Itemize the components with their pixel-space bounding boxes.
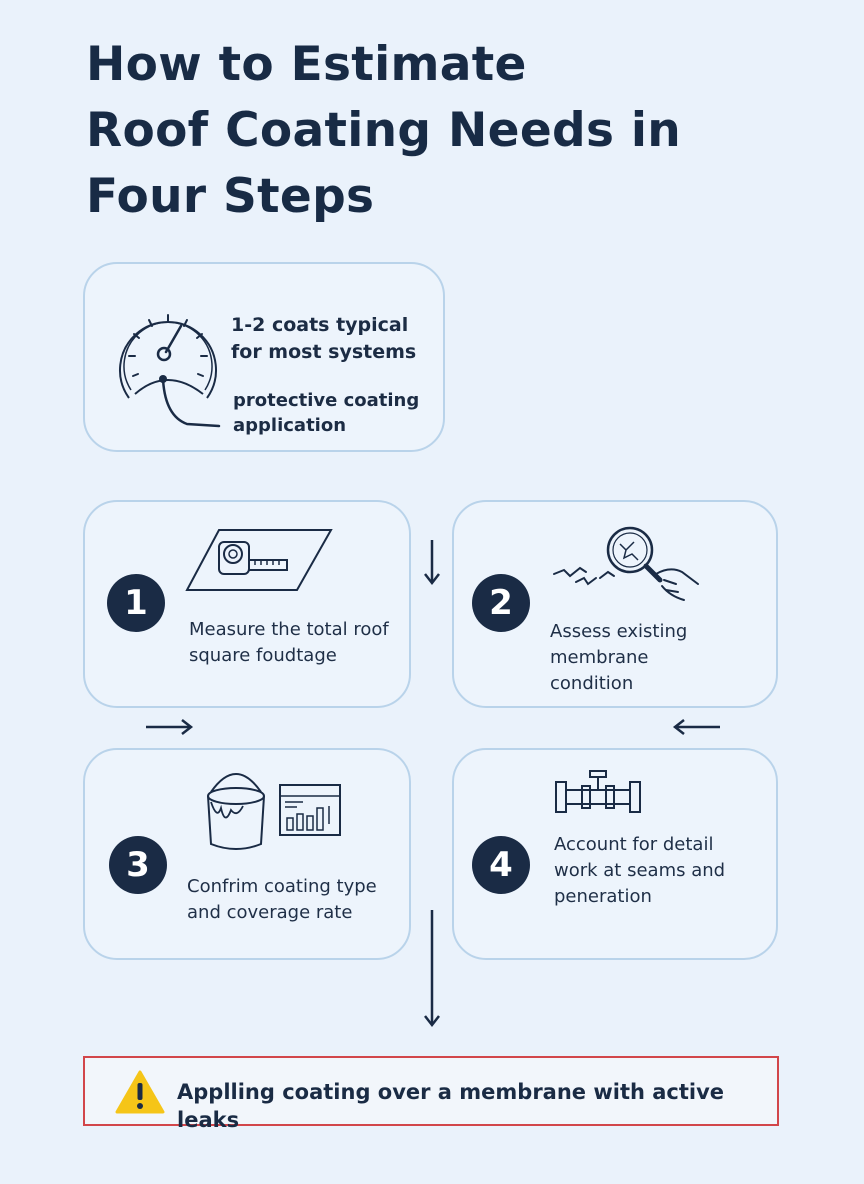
warning-banner: Applling coating over a membrane with ac…	[83, 1056, 779, 1132]
title-line-1: How to Estimate	[86, 37, 527, 92]
bar-chart-icon	[279, 784, 341, 836]
step-card-4: 4 Account for detail work at seams and p…	[452, 748, 778, 960]
pipe-valve-icon	[555, 770, 641, 813]
coats-caption: protective coating application	[233, 390, 420, 436]
title-line-3: Four Steps	[86, 169, 375, 224]
step-number-4: 4	[472, 836, 530, 894]
gauge-icon	[119, 314, 221, 428]
arrow-left-icon	[672, 719, 720, 735]
warning-triangle-icon	[115, 1070, 165, 1114]
step-card-3: 3 Confrim coating type and coverage rate	[83, 748, 411, 960]
step-card-1: 1 Measure the total roof square foudtage	[83, 500, 411, 708]
magnifier-crack-icon	[553, 526, 699, 601]
step-text-1: Measure the total roof square foudtage	[189, 619, 389, 666]
step-number-2: 2	[472, 574, 530, 632]
step-text-4: Account for detail work at seams and pen…	[554, 834, 726, 907]
tape-measure-icon	[185, 529, 333, 591]
title-line-2: Roof Coating Needs in	[86, 103, 682, 158]
arrow-down-to-warning	[424, 910, 440, 1028]
paint-bucket-icon	[207, 773, 265, 850]
step-text-3: Confrim coating type and coverage rate	[187, 876, 377, 923]
arrow-right-icon	[146, 719, 194, 735]
warning-text: Applling coating over a membrane with ac…	[177, 1080, 725, 1132]
step-number-1: 1	[107, 574, 165, 632]
coats-info-card: 1-2 coats typical for most systems prote…	[83, 262, 445, 452]
step-card-2: 2 Assess existing membrane condition	[452, 500, 778, 708]
step-text-2: Assess existing membrane condition	[550, 621, 688, 694]
coats-headline: 1-2 coats typical for most systems	[231, 314, 417, 363]
step-number-3: 3	[109, 836, 167, 894]
arrow-down-between-1-2	[424, 540, 440, 586]
page-title: How to Estimate Roof Coating Needs in Fo…	[86, 32, 786, 230]
